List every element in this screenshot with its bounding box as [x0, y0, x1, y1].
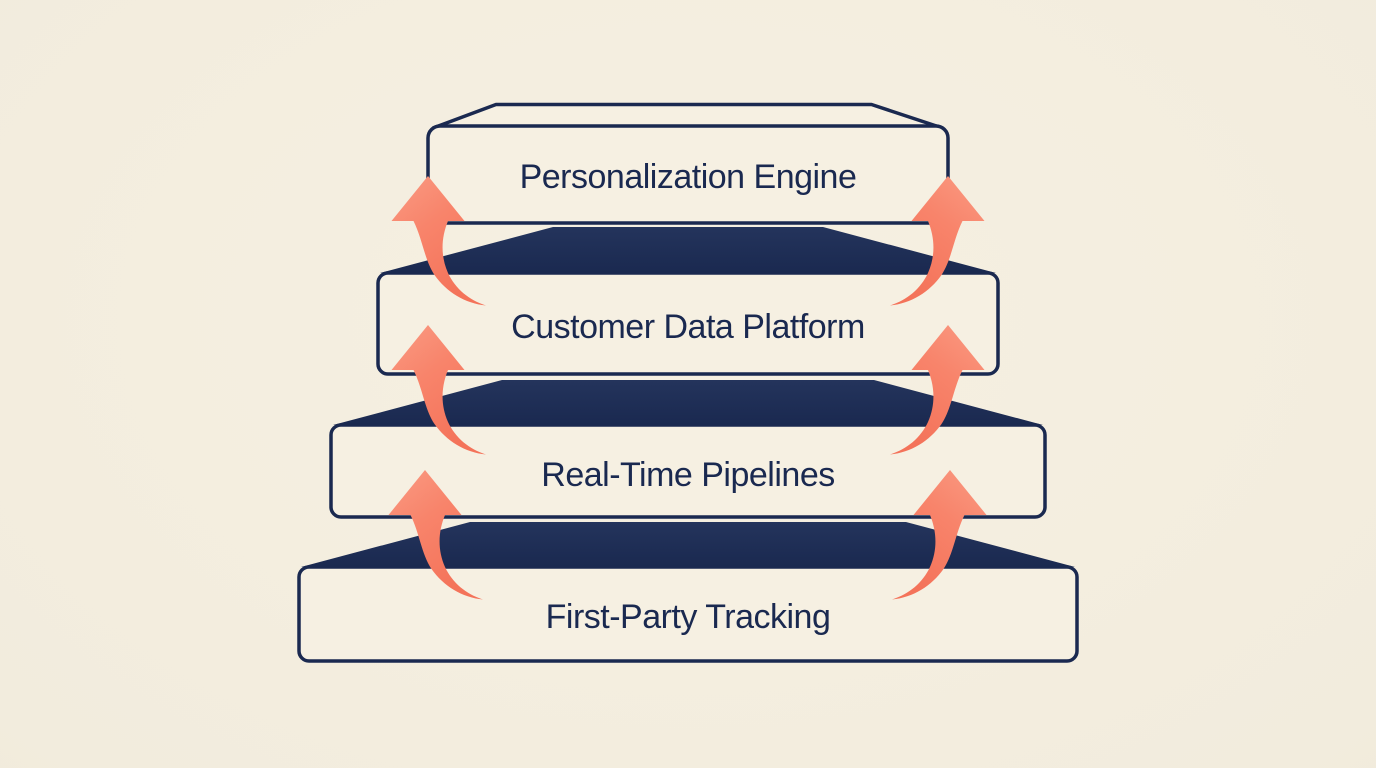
layer1-label: Personalization Engine	[520, 158, 857, 196]
layer4-label: First-Party Tracking	[546, 598, 831, 636]
layer-personalization-engine: Personalization Engine	[426, 102, 950, 225]
layer-customer-data-platform: Customer Data Platform	[376, 227, 1000, 376]
layer2-box	[376, 271, 1000, 376]
layer2-top-face	[380, 227, 996, 273]
layer3-box	[329, 423, 1047, 519]
layer4-top-face	[301, 522, 1075, 567]
layer3-label: Real-Time Pipelines	[541, 456, 834, 494]
layer3-top-face	[333, 380, 1043, 425]
layer1-top-face	[432, 102, 944, 130]
layer1-box	[426, 124, 950, 225]
layer2-label: Customer Data Platform	[511, 308, 865, 346]
layer-real-time-pipelines: Real-Time Pipelines	[329, 380, 1047, 519]
layer-first-party-tracking: First-Party Tracking	[297, 522, 1079, 663]
layer4-box	[297, 565, 1079, 663]
